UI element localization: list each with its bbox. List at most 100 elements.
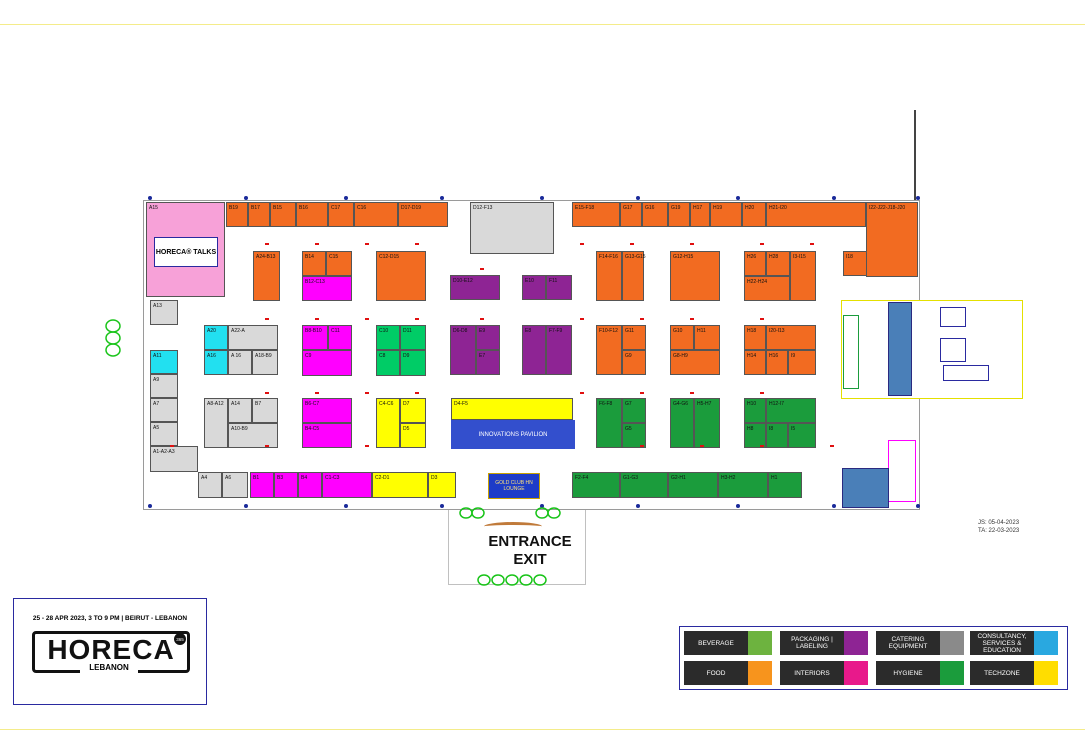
booth-a5[interactable]: A5 (150, 422, 178, 446)
booth-a1-a2-a3[interactable]: A1-A2-A3 (150, 446, 198, 472)
booth-f2-f4[interactable]: F2-F4 (572, 472, 620, 498)
booth-h16[interactable]: H16 (766, 350, 788, 375)
booth-h3-h2[interactable]: H3-H2 (718, 472, 768, 498)
booth-h21-i20[interactable]: H21-I20 (766, 202, 866, 227)
booth-h11[interactable]: H11 (694, 325, 720, 350)
booth-e9[interactable]: E9 (476, 325, 500, 350)
booth-b12-c13[interactable]: B12-C13 (302, 276, 352, 301)
booth-h8[interactable]: H8 (744, 423, 766, 448)
booth-a18-b9[interactable]: A18-B9 (252, 350, 278, 375)
booth-g7[interactable]: G7 (622, 398, 646, 423)
booth-d5[interactable]: D5 (400, 423, 426, 448)
booth-b17[interactable]: B17 (248, 202, 270, 227)
booth-d3[interactable]: D3 (428, 472, 456, 498)
booth-i8[interactable]: I8 (766, 423, 788, 448)
booth-d12-f13[interactable]: D12-F13 (470, 202, 554, 254)
booth-b16[interactable]: B16 (296, 202, 328, 227)
booth-h18[interactable]: H18 (744, 325, 766, 350)
booth-f10-f12[interactable]: F10-F12 (596, 325, 622, 375)
innovations-pavilion[interactable]: INNOVATIONS PAVILION (451, 420, 575, 449)
booth-h28[interactable]: H28 (766, 251, 790, 276)
booth-c4-c6[interactable]: C4-C6 (376, 398, 400, 448)
booth-i3-i15[interactable]: I3-I15 (790, 251, 816, 301)
booth-g9[interactable]: G9 (622, 350, 646, 375)
booth-g12-h15[interactable]: G12-H15 (670, 251, 720, 301)
booth-h12-i7[interactable]: H12-I7 (766, 398, 816, 423)
booth-h5-h7[interactable]: H5-H7 (694, 398, 720, 448)
booth-a22-a[interactable]: A22-A (228, 325, 278, 350)
booth-a14[interactable]: A14 (228, 398, 252, 423)
booth-c16[interactable]: C16 (354, 202, 398, 227)
booth-b4-c5[interactable]: B4-C5 (302, 423, 352, 448)
booth-g16[interactable]: G16 (642, 202, 668, 227)
booth-e15-f18[interactable]: E15-F18 (572, 202, 620, 227)
booth-a8-a12[interactable]: A8-A12 (204, 398, 228, 448)
booth-a4[interactable]: A4 (198, 472, 222, 498)
booth-b7[interactable]: B7 (252, 398, 278, 423)
booth-d10-e12[interactable]: D10-E12 (450, 275, 500, 300)
booth-d4-f5[interactable]: D4-F5 (451, 398, 573, 420)
booth-g1-g3[interactable]: G1-G3 (620, 472, 668, 498)
booth-d17-d19[interactable]: D17-D19 (398, 202, 448, 227)
booth-c2-d1[interactable]: C2-D1 (372, 472, 428, 498)
booth-c1-c3[interactable]: C1-C3 (322, 472, 372, 498)
booth-h14[interactable]: H14 (744, 350, 766, 375)
booth-c11[interactable]: C11 (328, 325, 352, 350)
booth-b6-c7[interactable]: B6-C7 (302, 398, 352, 423)
booth-g17[interactable]: G17 (620, 202, 642, 227)
booth-b3[interactable]: B3 (274, 472, 298, 498)
booth-g11[interactable]: G11 (622, 325, 646, 350)
booth-a13[interactable]: A13 (150, 300, 178, 325)
booth-h10[interactable]: H10 (744, 398, 766, 423)
booth-f6-f8[interactable]: F6-F8 (596, 398, 622, 448)
booth-a24-b13[interactable]: A24-B13 (253, 251, 280, 301)
booth-d11[interactable]: D11 (400, 325, 426, 350)
booth-a9[interactable]: A9 (150, 374, 178, 398)
booth-e7[interactable]: E7 (476, 350, 500, 375)
booth-g10[interactable]: G10 (670, 325, 694, 350)
booth-i5[interactable]: I5 (788, 423, 816, 448)
booth-h19[interactable]: H19 (710, 202, 742, 227)
booth-f11[interactable]: F11 (546, 275, 572, 300)
booth-i20-i13[interactable]: I20-I13 (766, 325, 816, 350)
booth-h22-h24[interactable]: H22-H24 (744, 276, 790, 301)
booth-h26[interactable]: H26 (744, 251, 766, 276)
booth-b14[interactable]: B14 (302, 251, 326, 276)
booth-b4[interactable]: B4 (298, 472, 322, 498)
booth-d9[interactable]: D9 (400, 350, 426, 376)
booth-d7[interactable]: D7 (400, 398, 426, 423)
booth-b19[interactable]: B19 (226, 202, 248, 227)
booth-b1[interactable]: B1 (250, 472, 274, 498)
booth-e8[interactable]: E8 (522, 325, 546, 375)
horeca-talks-sign[interactable]: HORECA® TALKS (154, 237, 218, 267)
booth-a16[interactable]: A16 (204, 350, 228, 375)
booth-g4-g6[interactable]: G4-G6 (670, 398, 694, 448)
booth-e10[interactable]: E10 (522, 275, 546, 300)
booth-b15[interactable]: B15 (270, 202, 296, 227)
booth-h17[interactable]: H17 (690, 202, 710, 227)
booth-h1[interactable]: H1 (768, 472, 802, 498)
booth-i9[interactable]: I9 (788, 350, 816, 375)
booth-g5[interactable]: G5 (622, 423, 646, 448)
booth-i22-j22-j18-j20[interactable]: I22-J22-J18-J20 (866, 202, 918, 277)
booth-f7-f9[interactable]: F7-F9 (546, 325, 572, 375)
booth-c12-d15[interactable]: C12-D15 (376, 251, 426, 301)
booth-c9[interactable]: C9 (302, 350, 352, 376)
booth-g19[interactable]: G19 (668, 202, 690, 227)
gold-club-lounge[interactable]: GOLD CLUB HN LOUNGE (488, 473, 540, 499)
booth-h20[interactable]: H20 (742, 202, 766, 227)
booth-b8-b10[interactable]: B8-B10 (302, 325, 328, 350)
booth-a-16[interactable]: A 16 (228, 350, 252, 375)
booth-f14-f16[interactable]: F14-F16 (596, 251, 622, 301)
booth-a7[interactable]: A7 (150, 398, 178, 422)
booth-a11[interactable]: A11 (150, 350, 178, 374)
booth-c8[interactable]: C8 (376, 350, 400, 376)
booth-c15[interactable]: C15 (326, 251, 352, 276)
booth-a10-b9[interactable]: A10-B9 (228, 423, 278, 448)
booth-d6-d8[interactable]: D6-D8 (450, 325, 476, 375)
booth-g2-h1[interactable]: G2-H1 (668, 472, 718, 498)
booth-a6[interactable]: A6 (222, 472, 248, 498)
booth-a20[interactable]: A20 (204, 325, 228, 350)
booth-g13-g15[interactable]: G13-G15 (622, 251, 646, 301)
booth-c17[interactable]: C17 (328, 202, 354, 227)
